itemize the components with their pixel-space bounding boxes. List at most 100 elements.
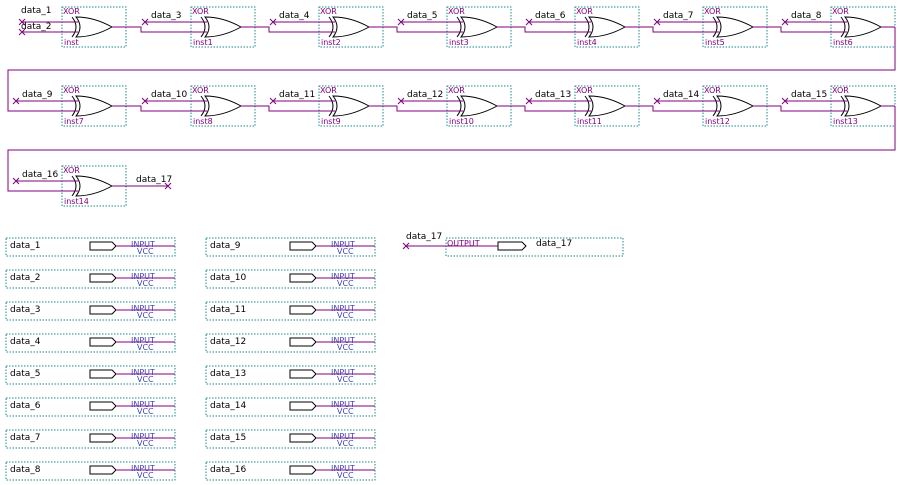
net-label: data_17 [136,175,172,185]
net-label: data_2 [21,22,52,32]
gate-type-label: XOR [704,7,721,16]
gate-type-label: XOR [448,7,465,16]
unconnected-marker [269,97,277,105]
unconnected-marker [269,18,277,26]
pin-name: data_14 [210,401,246,411]
xor-input-arc [328,16,334,38]
pin-default: VCC [337,279,354,288]
unconnected-marker [12,177,20,185]
pin-boundary [5,237,176,257]
pin-symbol [497,241,527,251]
pin-name: data_2 [10,273,41,283]
gate-input-stubs [191,100,207,112]
net-label: data_1 [21,6,52,16]
net-label: data_7 [663,11,694,21]
gate-input-stubs [319,100,335,112]
pin-default: VCC [137,343,154,352]
pin-default: VCC [337,247,354,256]
gate-input-stubs [703,21,719,33]
net-label: data_15 [791,90,827,100]
wire [383,105,447,112]
xor-input-arc [840,16,846,38]
unconnected-marker [18,28,26,36]
unconnected-marker [653,18,661,26]
xor-body [843,95,883,117]
xor-input-arc [200,95,206,117]
pin-kind: INPUT [131,304,155,313]
wire [383,26,447,33]
pin-boundary [5,365,176,385]
pin-name: data_9 [210,241,241,251]
xor-input-arc [328,95,334,117]
wire [255,105,319,112]
net-label: data_6 [535,11,566,21]
pin-name: data_1 [10,241,41,251]
xor-body [203,16,243,38]
xor-input-arc [71,175,77,197]
pin-symbol [289,241,317,251]
pin-boundary [205,461,376,481]
wire [639,105,703,112]
instance-label: inst14 [64,197,89,206]
xor-gate[interactable]: XOR inst14 [61,165,127,207]
pin-name: data_4 [10,337,41,347]
pin-kind: OUTPUT [447,239,480,248]
pin-boundary [5,429,176,449]
pin-symbol [89,433,117,443]
gate-input-stubs [575,21,591,33]
instance-label: inst12 [705,117,730,126]
instance-label: inst11 [577,117,602,126]
xor-body [331,95,371,117]
unconnected-marker [525,97,533,105]
pin-symbol [289,273,317,283]
instance-label: inst10 [449,117,474,126]
gate-type-label: XOR [63,166,80,175]
xor-body [587,95,627,117]
gate-type-label: XOR [320,86,337,95]
pin-symbol [289,433,317,443]
pin-symbol [89,369,117,379]
pin-default: VCC [337,439,354,448]
pin-name: data_8 [10,465,41,475]
pin-symbol [89,337,117,347]
xor-input-arc [71,16,77,38]
pin-name: data_10 [210,273,246,283]
pin-boundary [205,237,376,257]
pin-kind: INPUT [131,368,155,377]
pin-boundary [5,461,176,481]
pin-default: VCC [137,247,154,256]
gate-type-label: XOR [576,7,593,16]
